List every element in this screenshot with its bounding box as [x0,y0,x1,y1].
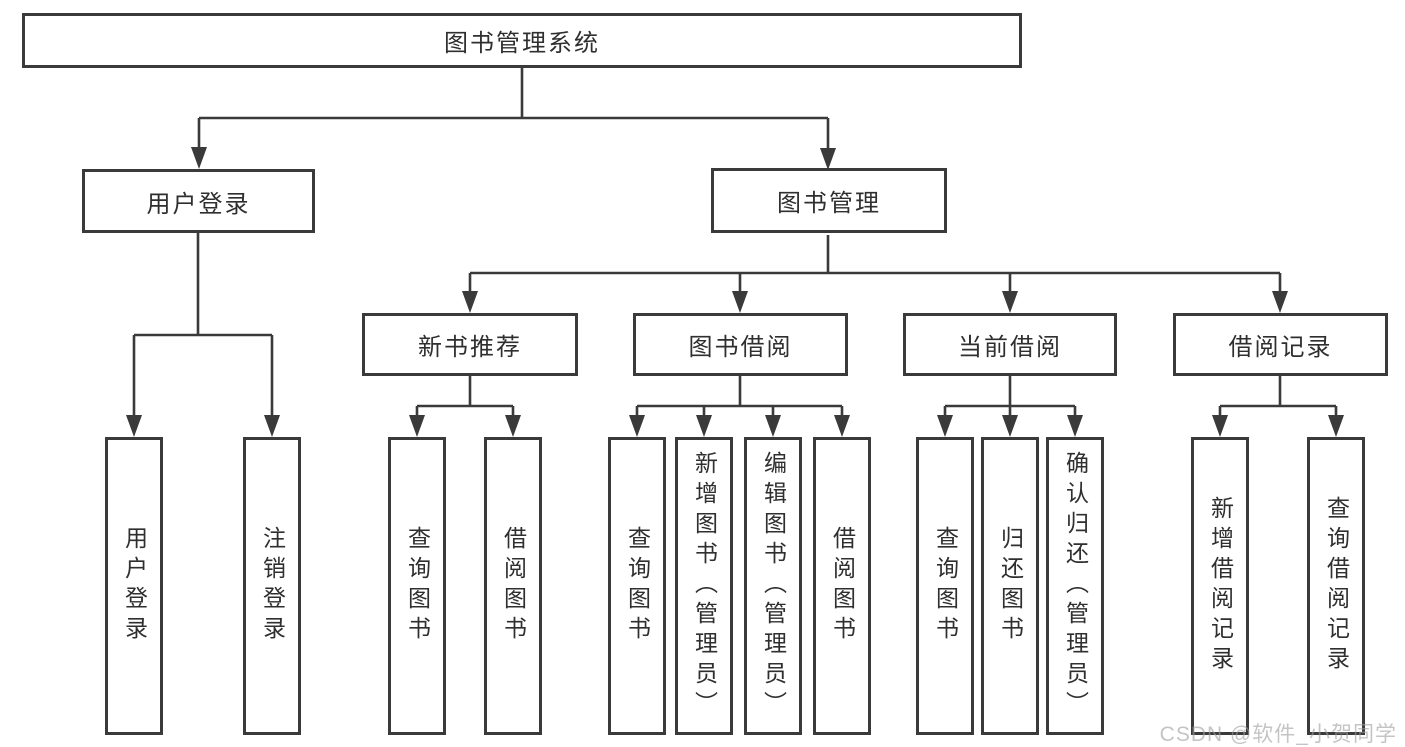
leaf-query-borrow-record: 查询借阅记录 [1307,437,1365,735]
leaf-add-book-admin: 新增图书（管理员） [675,437,733,735]
leaf-borrow-books: 借阅图书 [813,437,871,735]
node-borrowing-records: 借阅记录 [1173,313,1388,376]
leaf-user-login: 用户登录 [105,437,163,735]
node-new-book-recommendation: 新书推荐 [362,313,578,376]
node-book-management: 图书管理 [711,168,947,233]
leaf-confirm-return-admin: 确认归还（管理员） [1046,437,1104,735]
leaf-logout: 注销登录 [243,437,301,735]
node-user-login: 用户登录 [82,169,315,233]
leaf-borrow-books-recommend: 借阅图书 [484,437,542,735]
node-library-management-system: 图书管理系统 [22,13,1022,68]
leaf-add-borrow-record: 新增借阅记录 [1191,437,1249,735]
leaf-query-books-current: 查询图书 [916,437,974,735]
leaf-query-books-borrow: 查询图书 [608,437,666,735]
node-current-borrowing: 当前借阅 [903,313,1117,376]
leaf-query-books-recommend: 查询图书 [388,437,446,735]
csdn-watermark: CSDN @软件_小贺同学 [1159,723,1397,746]
leaf-return-book: 归还图书 [981,437,1039,735]
leaf-edit-book-admin: 编辑图书（管理员） [744,437,802,735]
node-book-borrowing: 图书借阅 [633,313,848,376]
